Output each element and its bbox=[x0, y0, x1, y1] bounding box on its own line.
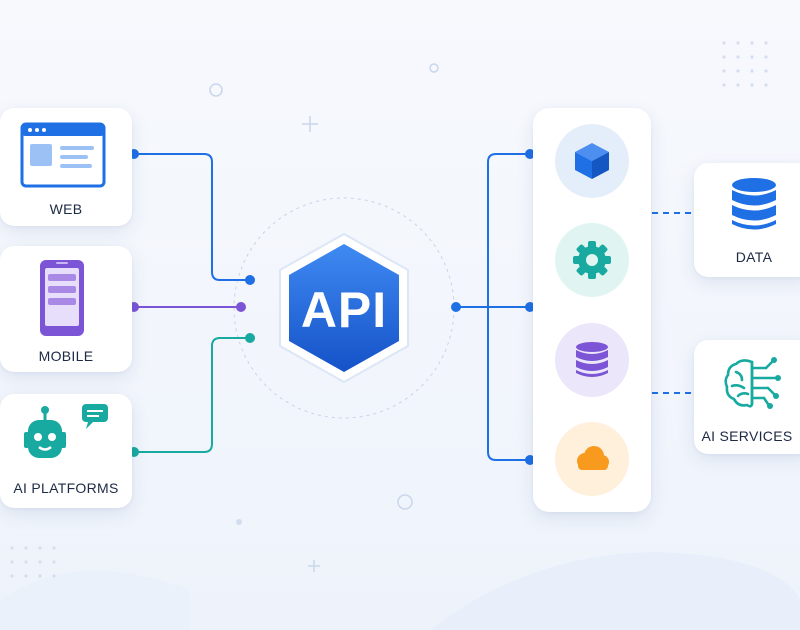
services-panel bbox=[533, 108, 651, 512]
connector-ai-platforms bbox=[134, 337, 250, 453]
connector-node bbox=[245, 275, 255, 285]
connector-node bbox=[236, 302, 246, 312]
destination-label-ai-services: AI SERVICES bbox=[701, 428, 793, 444]
client-card-web: WEB bbox=[0, 108, 132, 226]
connector-node bbox=[245, 333, 255, 343]
connector-web bbox=[134, 153, 250, 281]
destination-card-data: DATA bbox=[694, 163, 800, 277]
api-label: API bbox=[300, 282, 388, 338]
smartphone-icon bbox=[40, 260, 84, 336]
connector-node bbox=[525, 302, 535, 312]
connector-node bbox=[525, 455, 535, 465]
browser-window-icon bbox=[20, 122, 106, 188]
connector-services-bus bbox=[487, 153, 530, 461]
database-icon bbox=[732, 178, 776, 230]
service-compute bbox=[555, 124, 629, 198]
ai-brain-icon bbox=[724, 357, 781, 409]
robot-chat-icon bbox=[24, 404, 108, 458]
destination-label-data: DATA bbox=[735, 249, 773, 265]
cloud-icon bbox=[577, 446, 609, 470]
gear-icon bbox=[573, 241, 611, 279]
client-card-mobile: MOBILE bbox=[0, 246, 132, 372]
destination-card-ai-services: AI SERVICES bbox=[694, 340, 800, 454]
database-icon bbox=[576, 342, 608, 377]
api-hub: API bbox=[268, 228, 420, 388]
client-label-mobile: MOBILE bbox=[38, 348, 94, 364]
service-cloud bbox=[555, 422, 629, 496]
client-label-web: WEB bbox=[49, 201, 83, 217]
service-database bbox=[555, 323, 629, 397]
client-label-ai-platforms: AI PLATFORMS bbox=[13, 480, 119, 496]
cube-icon bbox=[575, 143, 609, 179]
connector-node bbox=[451, 302, 461, 312]
connector-node bbox=[525, 149, 535, 159]
service-settings bbox=[555, 223, 629, 297]
api-hexagon bbox=[279, 232, 409, 384]
client-card-ai-platforms: AI PLATFORMS bbox=[0, 394, 132, 508]
